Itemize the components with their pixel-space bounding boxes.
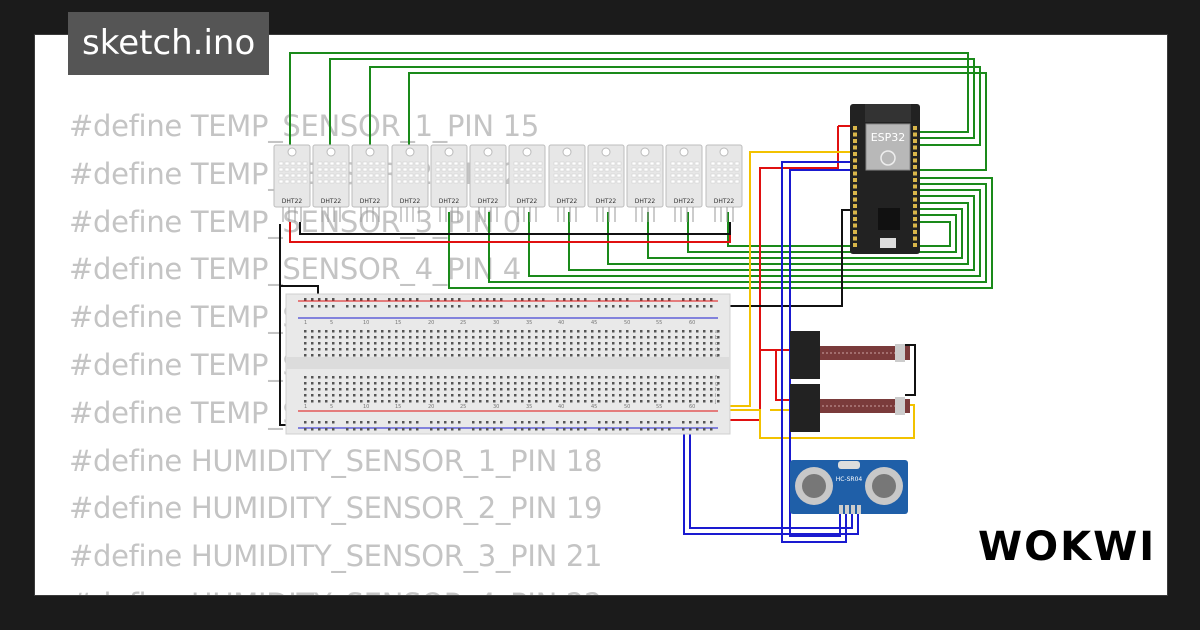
breadboard-number: 10 xyxy=(363,320,369,326)
breadboard-row-letter: j xyxy=(714,399,716,405)
breadboard-row-letter: g xyxy=(715,381,718,387)
dht22-label: DHT22 xyxy=(360,198,381,205)
breadboard-number: 50 xyxy=(624,404,630,410)
ultrasonic-sensor: HC-SR04 xyxy=(790,460,908,514)
breadboard-row-letter: h xyxy=(715,387,718,393)
breadboard-number: 1 xyxy=(304,320,307,326)
dht22-label: DHT22 xyxy=(400,198,421,205)
green-wires xyxy=(289,52,993,289)
dht22-sensor: DHT22 xyxy=(469,144,507,222)
dht22-sensor: DHT22 xyxy=(705,144,743,222)
breadboard-number: 40 xyxy=(558,320,564,326)
breadboard-number: 45 xyxy=(591,320,597,326)
breadboard-row-letter: a xyxy=(715,329,718,335)
code-line: #define HUMIDITY_SENSOR_1_PIN 18 xyxy=(69,443,603,478)
wokwi-logo: WOKWI xyxy=(978,524,1157,570)
breadboard-number: 15 xyxy=(395,320,401,326)
esp32-board: ESP32 xyxy=(850,104,920,254)
dht22-sensor: DHT22 xyxy=(391,144,429,222)
dht22-label: DHT22 xyxy=(714,198,735,205)
dht22-label: DHT22 xyxy=(674,198,695,205)
breadboard-row-letter: e xyxy=(715,353,718,359)
dht22-sensor: DHT22 xyxy=(508,144,546,222)
breadboard-number: 1 xyxy=(304,404,307,410)
breadboard-number: 20 xyxy=(428,404,434,410)
dht22-label: DHT22 xyxy=(557,198,578,205)
breadboard-number: 5 xyxy=(330,320,333,326)
breadboard-row-letter: c xyxy=(715,341,718,347)
code-line: #define HUMIDITY_SENSOR_4_PIN 22 xyxy=(69,581,602,595)
breadboard-row-letter: f xyxy=(715,375,717,381)
breadboard-number: 15 xyxy=(395,404,401,410)
dht22-sensor: DHT22 xyxy=(430,144,468,222)
code-line: #define TEMP_SENSOR_1_PIN 15 xyxy=(69,109,540,143)
ultrasonic-label: HC-SR04 xyxy=(836,476,863,483)
breadboard-number: 40 xyxy=(558,404,564,410)
dht22-label: DHT22 xyxy=(321,198,342,205)
code-line: #define HUMIDITY_SENSOR_3_PIN 21 xyxy=(69,539,603,574)
code-line: #define TEMP_SENSOR_3_PIN 0 xyxy=(69,204,521,239)
dht22-sensor: DHT22 xyxy=(312,144,350,222)
file-tab[interactable]: sketch.ino xyxy=(68,12,270,75)
dht22-label: DHT22 xyxy=(517,198,538,205)
breadboard-number: 35 xyxy=(526,320,532,326)
dht22-label: DHT22 xyxy=(282,198,303,205)
breadboard-number: 5 xyxy=(330,404,333,410)
slide-potentiometer-2 xyxy=(790,384,910,432)
dht22-sensor: DHT22 xyxy=(273,144,311,222)
dht22-sensor: DHT22 xyxy=(351,144,389,222)
breadboard-number: 10 xyxy=(363,404,369,410)
dht22-sensor: DHT22 xyxy=(548,144,586,222)
dht22-label: DHT22 xyxy=(478,198,499,205)
breadboard-number: 35 xyxy=(526,404,532,410)
file-tab-label: sketch.ino xyxy=(82,23,256,63)
dht22-sensor: DHT22 xyxy=(626,144,664,222)
breadboard-number: 25 xyxy=(460,320,466,326)
dht22-sensor: DHT22 xyxy=(587,144,625,222)
breadboard-row-letter: d xyxy=(715,347,718,353)
dht22-label: DHT22 xyxy=(635,198,656,205)
breadboard: 1155101015152020252530303535404045455050… xyxy=(285,293,731,435)
dht22-sensor: DHT22 xyxy=(665,144,703,222)
esp32-label: ESP32 xyxy=(871,131,906,144)
dht22-label: DHT22 xyxy=(596,198,617,205)
breadboard-number: 25 xyxy=(460,404,466,410)
breadboard-number: 50 xyxy=(624,320,630,326)
breadboard-number: 60 xyxy=(689,320,695,326)
breadboard-row-letter: b xyxy=(715,335,718,341)
breadboard-row-letter: i xyxy=(715,393,716,399)
breadboard-number: 55 xyxy=(656,404,662,410)
breadboard-number: 45 xyxy=(591,404,597,410)
slide-potentiometer-1 xyxy=(790,331,910,379)
breadboard-number: 30 xyxy=(493,404,499,410)
breadboard-number: 30 xyxy=(493,320,499,326)
breadboard-number: 60 xyxy=(689,404,695,410)
blue-wires xyxy=(683,161,859,543)
breadboard-number: 20 xyxy=(428,320,434,326)
slide-potentiometers xyxy=(790,331,910,432)
breadboard-number: 55 xyxy=(656,320,662,326)
dht22-label: DHT22 xyxy=(439,198,460,205)
code-line: #define TEMP_SENSOR_4_PIN 4 xyxy=(69,252,521,287)
code-line: #define HUMIDITY_SENSOR_2_PIN 19 xyxy=(69,491,603,526)
